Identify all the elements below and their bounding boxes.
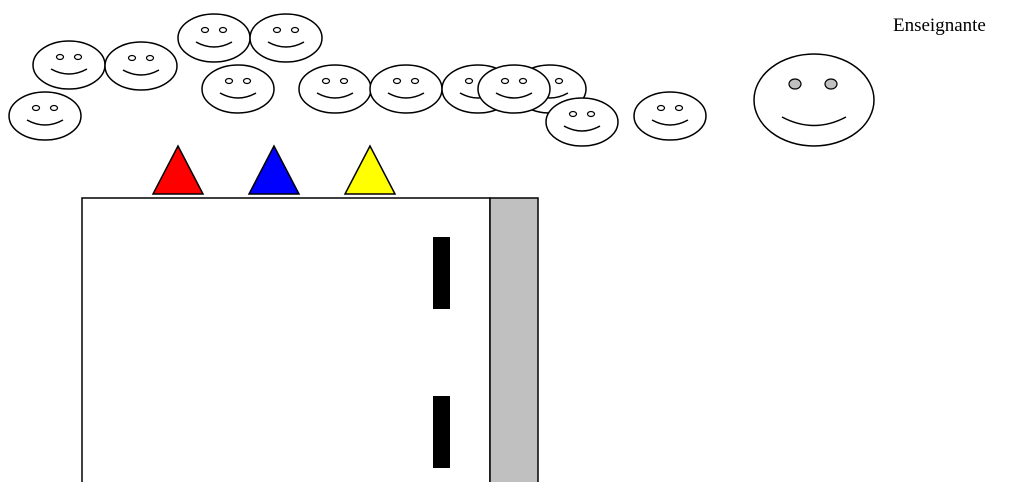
table-surface xyxy=(82,198,490,482)
student-eye xyxy=(466,79,473,84)
student-eye xyxy=(57,55,64,60)
student-eye xyxy=(394,79,401,84)
student-face xyxy=(250,14,322,62)
student-eye xyxy=(75,55,82,60)
student-head xyxy=(546,98,618,146)
student-group xyxy=(9,14,706,146)
student-eye xyxy=(502,79,509,84)
student-head xyxy=(105,42,177,90)
student-eye xyxy=(520,79,527,84)
yellow-marker-triangle xyxy=(345,146,395,194)
student-face xyxy=(202,65,274,113)
student-face xyxy=(634,92,706,140)
student-eye xyxy=(658,106,665,111)
student-head xyxy=(250,14,322,62)
table-side-strip xyxy=(490,198,538,482)
student-face xyxy=(478,65,550,113)
student-eye xyxy=(244,79,251,84)
teacher-head xyxy=(754,54,874,146)
student-eye xyxy=(292,28,299,33)
student-head xyxy=(9,92,81,140)
student-eye xyxy=(220,28,227,33)
student-eye xyxy=(147,56,154,61)
student-head xyxy=(634,92,706,140)
student-face xyxy=(33,41,105,89)
student-head xyxy=(178,14,250,62)
student-head xyxy=(202,65,274,113)
student-head xyxy=(370,65,442,113)
student-face xyxy=(105,42,177,90)
student-head xyxy=(478,65,550,113)
teacher-right-eye xyxy=(825,79,837,89)
student-eye xyxy=(274,28,281,33)
markers xyxy=(153,146,395,194)
student-eye xyxy=(226,79,233,84)
student-eye xyxy=(570,112,577,117)
teacher-face xyxy=(754,54,874,146)
red-marker-triangle xyxy=(153,146,203,194)
student-eye xyxy=(676,106,683,111)
student-eye xyxy=(323,79,330,84)
table xyxy=(82,198,538,482)
teacher-left-eye xyxy=(789,79,801,89)
table-slot-bottom xyxy=(433,396,450,468)
student-eye xyxy=(341,79,348,84)
student-eye xyxy=(202,28,209,33)
student-face xyxy=(178,14,250,62)
student-eye xyxy=(412,79,419,84)
student-face xyxy=(9,92,81,140)
student-eye xyxy=(129,56,136,61)
table-slot-top xyxy=(433,237,450,309)
student-eye xyxy=(33,106,40,111)
student-face xyxy=(546,98,618,146)
student-head xyxy=(33,41,105,89)
teacher-label: Enseignante xyxy=(893,15,986,37)
blue-marker-triangle xyxy=(249,146,299,194)
student-head xyxy=(299,65,371,113)
student-face xyxy=(299,65,371,113)
student-eye xyxy=(51,106,58,111)
student-eye xyxy=(588,112,595,117)
student-eye xyxy=(556,79,563,84)
student-face xyxy=(370,65,442,113)
